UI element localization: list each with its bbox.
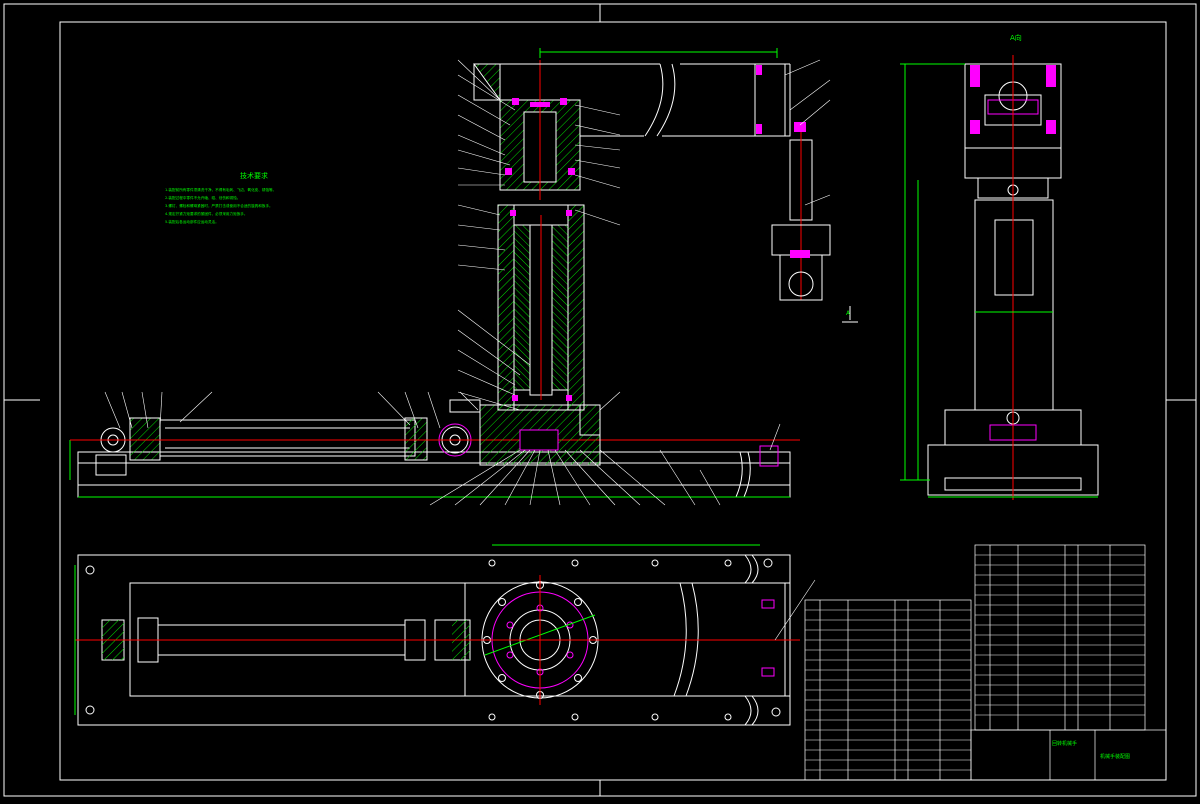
drawing-subtitle: 回转机械手 (1052, 740, 1077, 747)
note-line: 5.装配后各运动部件应运动灵活。 (165, 219, 219, 224)
side-view-a: A向 (900, 33, 1099, 500)
note-line: 3.螺钉、螺栓和螺母紧固时，严禁打击或使用不合适的旋具和扳手。 (165, 203, 273, 208)
arrow-label: A (846, 310, 851, 317)
view-a-label: A向 (1010, 33, 1022, 42)
technical-notes: 技术要求 1.装配前所有零件须清洗干净，不得有毛刺、飞边、氧化皮、锈蚀等。 2.… (165, 171, 276, 224)
parts-list-rows (805, 554, 1145, 771)
notes-title: 技术要求 (240, 171, 268, 180)
title-block: 回转机械手 机械手装配图 (1052, 740, 1130, 760)
view-arrow: A (842, 306, 858, 323)
front-view (69, 48, 831, 506)
note-line: 1.装配前所有零件须清洗干净，不得有毛刺、飞边、氧化皮、锈蚀等。 (165, 187, 276, 192)
sheet-border (3, 3, 1197, 797)
parts-list (804, 544, 1167, 781)
drawing-title: 机械手装配图 (1100, 753, 1130, 760)
note-line: 2.装配过程中零件不允许磕、碰、划伤和锈蚀。 (165, 195, 240, 200)
plan-view (74, 544, 816, 726)
note-line: 4.规定拧紧力矩要求的紧固件，必须采用力矩扳手。 (165, 211, 248, 216)
